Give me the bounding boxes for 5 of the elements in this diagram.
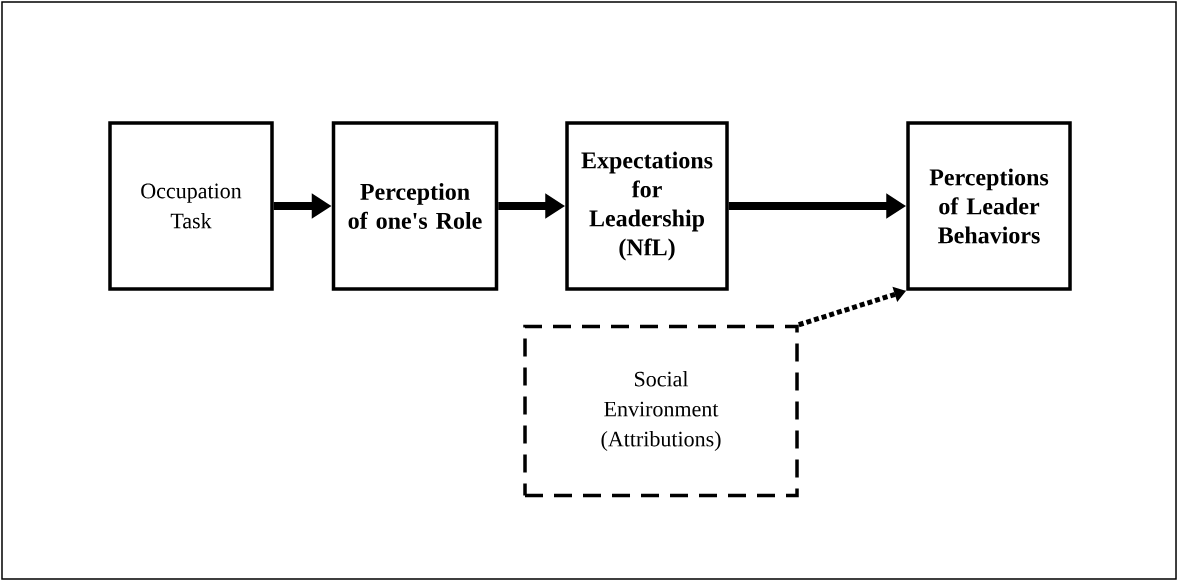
process-box: Perceptions of Leader Behaviors (906, 121, 1072, 291)
process-box: Occupation Task (108, 121, 274, 291)
process-box: Expectations for Leadership (NfL) (565, 121, 729, 291)
dashed-box: Social Environment (Attributions) (523, 324, 799, 498)
process-box: Perception of one's Role (331, 121, 499, 291)
